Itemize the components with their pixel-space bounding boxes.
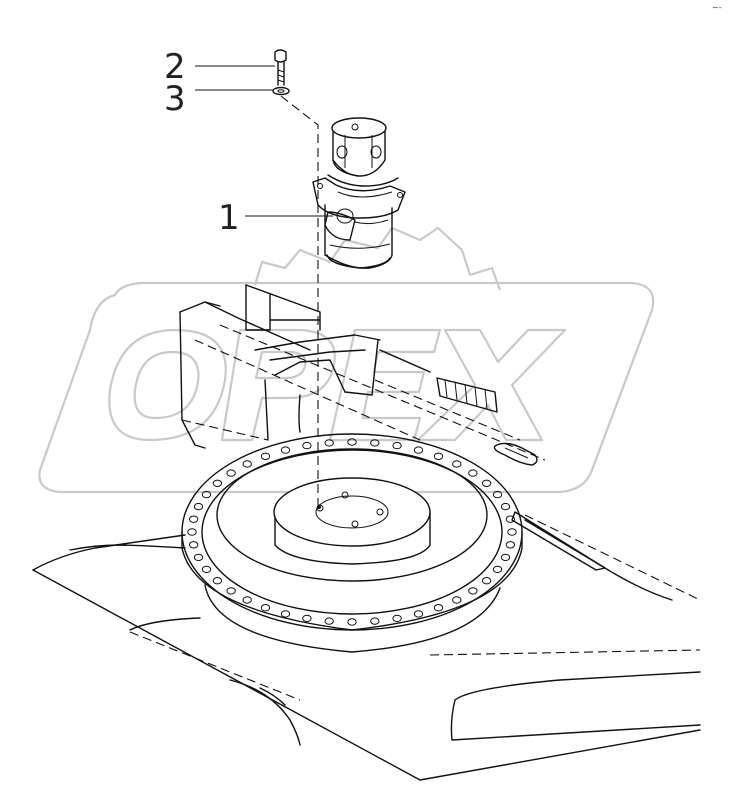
- opex-watermark: [38, 226, 655, 494]
- bolt-hole: [468, 587, 478, 595]
- base-frame: [32, 514, 701, 781]
- bolt-hole: [212, 577, 223, 585]
- bolt-hole: [260, 604, 271, 612]
- bolt-hole: [433, 604, 444, 612]
- bolt-holes: [187, 438, 517, 626]
- bolt-hole: [242, 596, 252, 604]
- bolt-hole: [193, 553, 204, 562]
- bolt-hole: [505, 515, 516, 523]
- bolt-hole: [481, 479, 492, 487]
- boom-arm: [179, 284, 606, 571]
- bolt-hole: [193, 502, 204, 511]
- bolt-hole: [370, 617, 380, 625]
- bolt-hole: [413, 610, 424, 618]
- bolt-hole: [452, 596, 462, 604]
- bolt-hole: [280, 446, 291, 454]
- bolt-hole: [302, 614, 312, 623]
- bolt-hole: [392, 614, 402, 623]
- bolt-hole: [212, 479, 223, 487]
- callout-1: 1: [218, 198, 240, 238]
- bolt-hole: [505, 541, 516, 549]
- bolt-hole: [500, 553, 511, 562]
- bolt-hole: [370, 439, 380, 447]
- bolt-hole: [468, 469, 478, 477]
- bolt-hole: [302, 441, 312, 450]
- assembly-axis: [280, 95, 321, 509]
- bolt-hole: [347, 438, 357, 446]
- bolt-hole: [201, 490, 212, 499]
- bolt-hole: [492, 490, 503, 499]
- washer: [272, 86, 290, 96]
- bolt-hole: [492, 565, 503, 574]
- corner-mark: ~-: [712, 3, 722, 12]
- bolt: [274, 49, 287, 86]
- bolt-hole: [392, 441, 402, 450]
- leader-lines: [195, 65, 333, 217]
- bolt-hole: [324, 439, 334, 447]
- bolt-hole: [500, 502, 511, 511]
- slewing-ring: [181, 433, 523, 653]
- bolt-hole: [188, 515, 199, 523]
- bolt-hole: [324, 617, 334, 625]
- callout-2: 2: [164, 47, 186, 87]
- bolt-hole: [187, 528, 197, 536]
- bolt-hole: [433, 452, 444, 460]
- bolt-hole: [280, 610, 291, 618]
- callout-3: 3: [164, 79, 186, 119]
- bolt-hole: [260, 452, 271, 460]
- rotary-joint: [312, 117, 406, 269]
- bolt-hole: [481, 577, 492, 585]
- bolt-hole: [347, 618, 357, 626]
- bolt-hole: [201, 565, 212, 574]
- bolt-hole: [226, 587, 236, 595]
- bolt-hole: [226, 469, 236, 477]
- bolt-hole: [452, 460, 462, 468]
- bolt-hole: [242, 460, 252, 468]
- bolt-hole: [188, 541, 199, 549]
- bolt-hole: [413, 446, 424, 454]
- bolt-hole: [507, 528, 517, 536]
